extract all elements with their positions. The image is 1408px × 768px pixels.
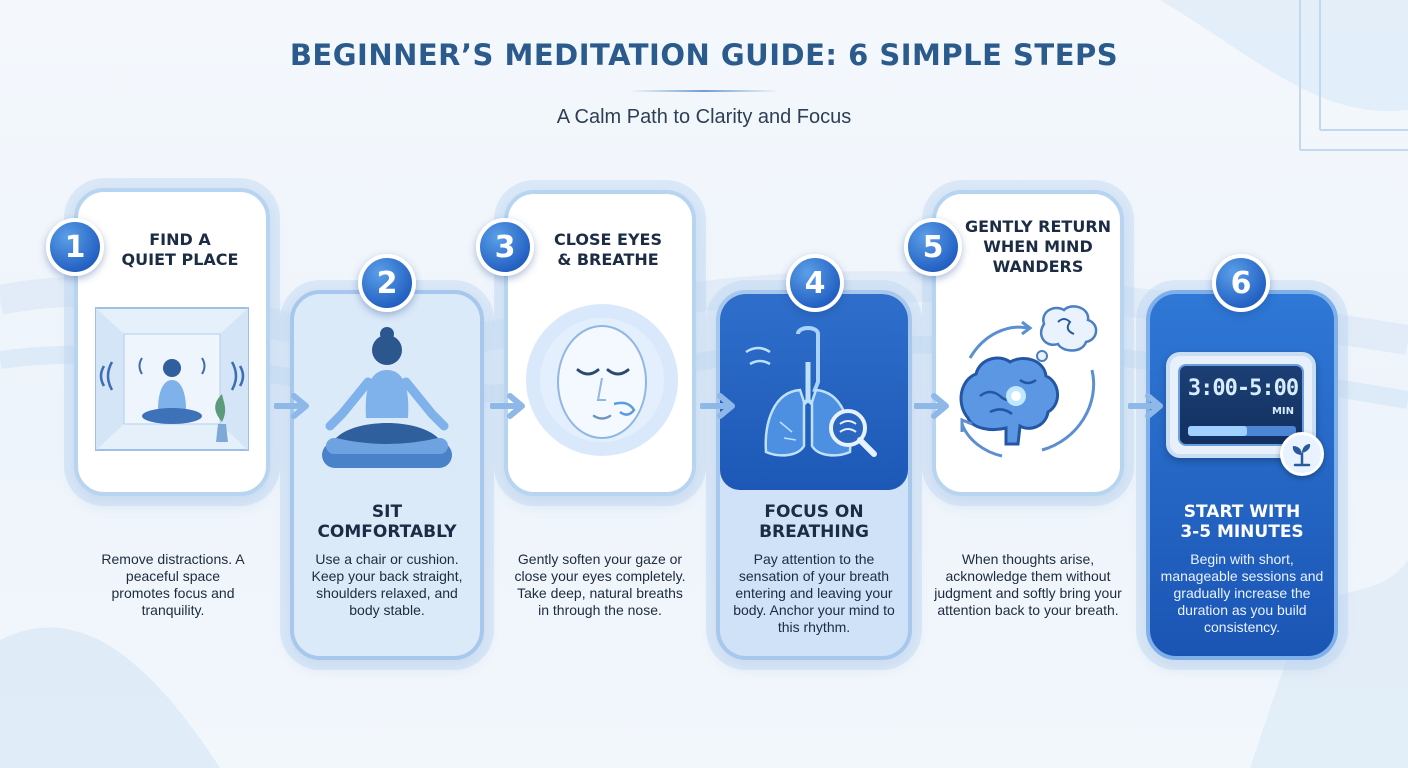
seated-meditation-icon bbox=[322, 327, 452, 468]
arrow-right-icon bbox=[1128, 393, 1163, 419]
step-3-badge: 3 bbox=[476, 218, 534, 276]
step-2-badge: 2 bbox=[358, 254, 416, 312]
header: BEGINNER’S MEDITATION GUIDE: 6 SIMPLE ST… bbox=[0, 38, 1408, 129]
step-5-title: GENTLY RETURN WHEN MIND WANDERS bbox=[964, 217, 1112, 276]
arrow-right-icon bbox=[274, 393, 309, 419]
title-divider bbox=[629, 90, 779, 92]
sprout-icon bbox=[1280, 432, 1324, 476]
step-3-description: Gently soften your gaze or close your ey… bbox=[514, 551, 686, 618]
step-4-badge: 4 bbox=[786, 254, 844, 312]
lungs-icon bbox=[745, 326, 877, 457]
step-6-description: Begin with short, manageable sessions an… bbox=[1160, 551, 1324, 635]
step-1-title: FIND A QUIET PLACE bbox=[121, 230, 239, 269]
page-subtitle: A Calm Path to Clarity and Focus bbox=[556, 106, 852, 128]
step-5-description: When thoughts arise, acknowledge them wi… bbox=[934, 551, 1122, 618]
step-1-badge: 1 bbox=[46, 218, 104, 276]
arrow-right-icon bbox=[700, 393, 735, 419]
page-title: BEGINNER’S MEDITATION GUIDE: 6 SIMPLE ST… bbox=[289, 38, 1119, 72]
timer-progress-fill bbox=[1188, 426, 1248, 436]
step-4-title: FOCUS ON BREATHING bbox=[759, 502, 869, 542]
quiet-room-icon bbox=[95, 307, 249, 451]
arrow-right-icon bbox=[490, 393, 525, 419]
step-5-card bbox=[932, 190, 1124, 496]
timer-unit: MIN bbox=[1271, 406, 1294, 417]
arrow-right-icon bbox=[914, 393, 949, 419]
calm-face-icon bbox=[526, 304, 678, 456]
step-4-description: Pay attention to the sensation of your b… bbox=[733, 551, 895, 635]
step-2-title: SIT COMFORTABLY bbox=[317, 502, 457, 542]
step-1-description: Remove distractions. A peaceful space pr… bbox=[101, 551, 245, 618]
timer-readout: 3:00-5:00 bbox=[1187, 376, 1299, 401]
step-6-title: START WITH 3-5 MINUTES bbox=[1180, 502, 1304, 542]
step-3-title: CLOSE EYES & BREATHE bbox=[554, 230, 662, 269]
brain-refocus-icon bbox=[959, 305, 1098, 458]
timer-screen: 3:00-5:00 MIN bbox=[1178, 364, 1304, 446]
step-2-description: Use a chair or cushion. Keep your back s… bbox=[311, 551, 463, 618]
step-6-badge: 6 bbox=[1212, 254, 1270, 312]
timer-progress-bar bbox=[1188, 426, 1296, 436]
step-5-badge: 5 bbox=[904, 218, 962, 276]
